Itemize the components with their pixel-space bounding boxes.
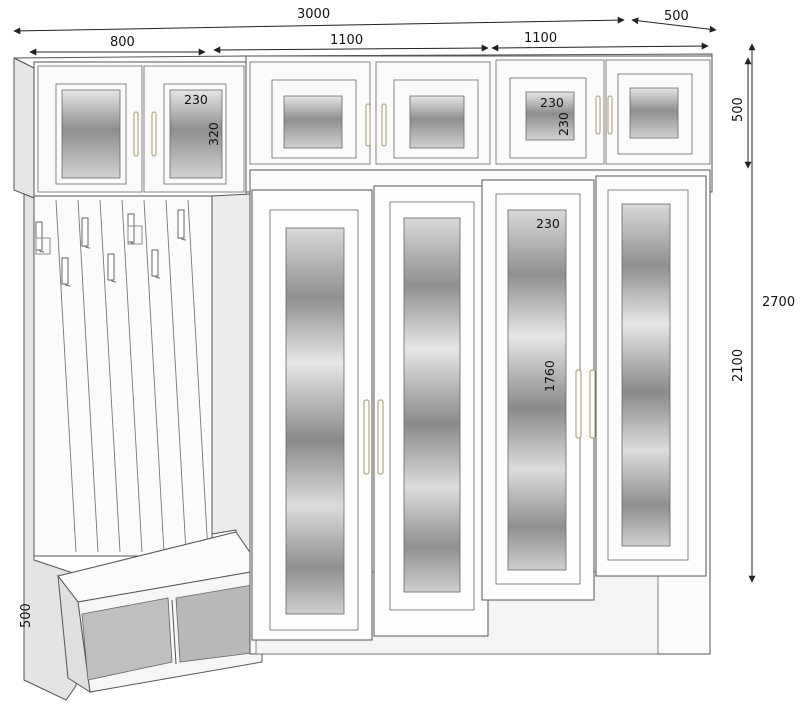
door-3-handle bbox=[575, 369, 582, 439]
hall-slats bbox=[55, 199, 209, 553]
top-door-4-frame bbox=[393, 79, 479, 159]
top-door-1 bbox=[37, 65, 143, 193]
top-left-height-label: 320 bbox=[206, 122, 221, 146]
depth-label: 500 bbox=[664, 9, 689, 24]
bench-height-label: 500 bbox=[19, 603, 34, 628]
door-height-label: 1760 bbox=[542, 360, 557, 392]
top-door-6-handle bbox=[607, 95, 613, 135]
top-door-5-frame bbox=[509, 77, 587, 159]
top-right-width-label: 230 bbox=[540, 95, 564, 110]
total-width-label: 3000 bbox=[297, 7, 330, 22]
width-dimension-line bbox=[13, 16, 625, 35]
top-door-5-mirror bbox=[525, 91, 575, 141]
top-door-6-mirror bbox=[629, 87, 679, 139]
door-1-mirror bbox=[285, 227, 345, 615]
coat-hooks bbox=[35, 209, 187, 287]
door-2-handle bbox=[377, 399, 384, 475]
top-door-3-mirror bbox=[283, 95, 343, 149]
top-door-2 bbox=[143, 65, 245, 193]
section-middle-line bbox=[213, 44, 489, 54]
top-door-2-frame bbox=[163, 83, 227, 185]
top-door-2-handle bbox=[151, 111, 157, 157]
total-height-label: 2700 bbox=[762, 295, 795, 310]
top-door-6 bbox=[605, 59, 711, 165]
top-left-side-panel bbox=[13, 57, 35, 199]
door-4-handle bbox=[589, 369, 596, 439]
wardrobe bbox=[249, 169, 711, 655]
top-door-1-mirror bbox=[61, 89, 121, 179]
bench-cubby-right bbox=[175, 583, 261, 663]
top-door-3-handle bbox=[365, 103, 371, 147]
door-width-label: 230 bbox=[536, 216, 560, 231]
top-height-label: 500 bbox=[731, 97, 746, 122]
hallway-section bbox=[23, 193, 263, 701]
top-door-3-frame bbox=[271, 79, 357, 159]
door-1-frame bbox=[269, 209, 359, 631]
door-2-mirror bbox=[403, 217, 461, 593]
depth-dimension-line bbox=[631, 17, 717, 33]
top-door-5 bbox=[495, 59, 605, 165]
top-left-width-label: 230 bbox=[184, 92, 208, 107]
dimension-lines bbox=[13, 16, 756, 663]
door-3-mirror bbox=[507, 209, 567, 571]
top-modules bbox=[13, 53, 713, 199]
top-door-4-mirror bbox=[409, 95, 465, 149]
top-door-2-mirror bbox=[169, 89, 223, 179]
dimension-labels: 3000 500 800 1100 1100 500 2700 2100 500… bbox=[19, 7, 795, 628]
hall-back-panel bbox=[33, 195, 213, 557]
wardrobe-height-label: 2100 bbox=[731, 349, 746, 382]
bench-cubby-left bbox=[81, 597, 173, 681]
top-door-1-handle bbox=[133, 111, 139, 157]
door-1-handle bbox=[363, 399, 370, 475]
section-middle-label: 1100 bbox=[330, 33, 363, 48]
door-2-frame bbox=[389, 201, 475, 611]
section-left-label: 800 bbox=[110, 35, 135, 50]
top-door-6-frame bbox=[617, 73, 693, 155]
top-right-height-label: 230 bbox=[556, 112, 571, 136]
top-door-4-handle bbox=[381, 103, 387, 147]
top-door-5-handle bbox=[595, 95, 601, 135]
section-right-line bbox=[491, 42, 709, 52]
door-4-mirror bbox=[621, 203, 671, 547]
section-right-label: 1100 bbox=[524, 31, 557, 46]
top-door-4 bbox=[375, 61, 491, 165]
bench-left-side bbox=[57, 574, 91, 693]
door-4-frame bbox=[607, 189, 689, 561]
top-door-1-frame bbox=[55, 83, 127, 185]
